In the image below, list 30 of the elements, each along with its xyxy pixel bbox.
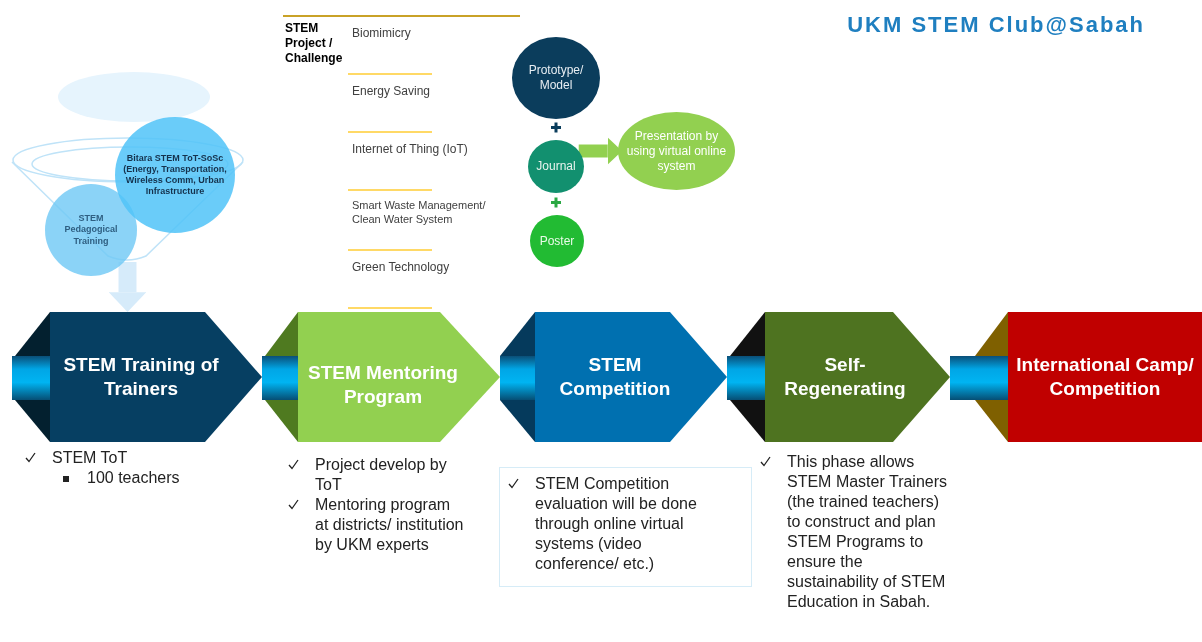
training-circle: Bitara STEM ToT-SoSc (Energy, Transportation, Wireless Comm, Urban Infrastructure <box>115 117 235 233</box>
phase-step: Self-Regenerating <box>765 312 950 442</box>
output-circle: Prototype/ Model <box>512 37 600 119</box>
pipe-connector <box>950 356 1008 400</box>
pipe-connector <box>262 356 298 400</box>
challenge-item: Smart Waste Management/ Clean Water System <box>352 198 487 226</box>
output-circle: Poster <box>530 215 584 267</box>
output-circle: Journal <box>528 140 584 193</box>
challenge-item: Internet of Thing (IoT) <box>352 141 469 158</box>
pipe-connector <box>12 356 50 400</box>
list-heading: STEM Project / Challenge <box>285 21 344 66</box>
phase-step: STEM Training of Trainers <box>50 312 262 442</box>
pipe-connector <box>500 356 535 400</box>
bullet-text: STEM ToT <box>52 448 128 468</box>
challenge-item: Biomimicry <box>352 25 412 42</box>
pipe-connector <box>727 356 765 400</box>
presentation-ellipse: Presentation by using virtual online system <box>618 112 735 190</box>
block-arrow <box>108 262 147 312</box>
challenge-item: Green Technology <box>352 259 451 276</box>
bullet-text: This phase allows STEM Master Trainers (the trained teachers) to construct and plan STEM Programs to ensure the sustainability of STEM Education in Sabah. <box>787 452 949 612</box>
training-circle: STEM Pedagogical Training <box>45 184 137 276</box>
phase-step: STEM Competition <box>535 312 727 442</box>
bullet-text: STEM Competition evaluation will be done through online virtual systems (video conference/ etc.) <box>535 474 698 574</box>
bullet-text: Project develop by ToT <box>315 455 448 495</box>
bullet-text: 100 teachers <box>87 468 180 488</box>
bullet-text: Mentoring program at districts/ institution by UKM experts <box>315 495 465 555</box>
phase-step: STEM Mentoring Program <box>298 312 500 442</box>
challenge-item: Energy Saving <box>352 83 432 100</box>
title: UKM STEM Club@Sabah <box>847 11 1145 39</box>
stage-box: International Camp/ Competition <box>1008 312 1202 442</box>
